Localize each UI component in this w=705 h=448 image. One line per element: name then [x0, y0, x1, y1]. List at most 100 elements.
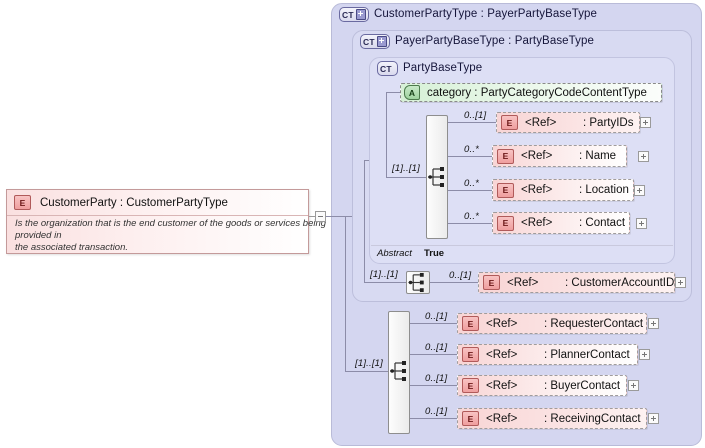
abstract-label: Abstract	[377, 248, 412, 259]
panel-title-party-base-type: PartyBaseType	[403, 62, 483, 74]
root-collapse-button[interactable]	[315, 211, 326, 222]
sequence-compositor-customer-party[interactable]	[388, 311, 410, 434]
seq2-cardinality: [1]..[1]	[370, 269, 399, 280]
element-row-receiving-contact[interactable]: E <Ref> : ReceivingContact	[457, 408, 647, 429]
expander-buyer-contact[interactable]	[628, 380, 639, 391]
seq2-connector-vertical	[364, 160, 365, 282]
cardinality-customer-account-id: 0..[1]	[449, 270, 472, 281]
element-row-partyids[interactable]: E <Ref> : PartyIDs	[496, 112, 640, 133]
sequence-icon	[428, 167, 444, 187]
row-connector-requester-contact	[410, 323, 457, 324]
attr-connector-vertical	[386, 92, 387, 177]
expander-planner-contact[interactable]	[639, 349, 650, 360]
element-row-location[interactable]: E <Ref> : Location	[492, 179, 634, 201]
panel-title-payer-party-base-type: PayerPartyBaseType : PartyBaseType	[395, 35, 594, 47]
expander-name[interactable]	[638, 151, 649, 162]
element-badge-icon: E	[497, 215, 514, 231]
element-ref-label: <Ref>	[507, 276, 539, 289]
seq2-stem-in	[364, 282, 406, 283]
element-badge-icon: E	[462, 378, 479, 393]
element-badge-icon: E	[462, 316, 479, 331]
panel-title-customer-party-type: CustomerPartyType : PayerPartyBaseType	[374, 8, 598, 20]
element-row-planner-contact[interactable]: E <Ref> : PlannerContact	[457, 344, 638, 365]
attr-connector-horizontal	[386, 92, 400, 93]
element-name-label: : CustomerAccountID	[565, 276, 675, 289]
element-badge-icon: E	[501, 115, 518, 130]
attribute-category[interactable]: A category : PartyCategoryCodeContentTyp…	[400, 83, 662, 102]
root-element-title: CustomerParty : CustomerPartyType	[40, 196, 228, 209]
element-name-label: : Location	[579, 184, 629, 196]
element-badge-icon: E	[497, 182, 514, 198]
abstract-separator	[371, 245, 673, 246]
expander-location[interactable]	[634, 185, 645, 196]
expander-receiving-contact[interactable]	[648, 413, 659, 424]
element-ref-label: <Ref>	[521, 150, 553, 162]
row-connector-location	[448, 190, 492, 191]
cardinality-buyer-contact: 0..[1]	[425, 373, 448, 384]
element-row-customer-account-id[interactable]: E <Ref> : CustomerAccountID	[478, 272, 675, 293]
root-connector-left	[309, 216, 315, 217]
row-connector-customer-account-id	[430, 282, 478, 283]
element-row-contact[interactable]: E <Ref> : Contact	[492, 212, 630, 234]
ct-plus-badge-customer-party-type[interactable]: CT	[339, 7, 369, 22]
element-ref-label: <Ref>	[525, 116, 557, 129]
element-row-requester-contact[interactable]: E <Ref> : RequesterContact	[457, 313, 647, 334]
element-ref-label: <Ref>	[521, 217, 553, 229]
element-badge-icon: E	[462, 347, 479, 362]
root-element-header: E CustomerParty : CustomerPartyType	[7, 190, 308, 216]
expander-contact[interactable]	[636, 218, 647, 229]
root-element-documentation: Is the organization that is the end cust…	[15, 218, 327, 254]
element-ref-label: <Ref>	[486, 379, 518, 392]
plus-icon[interactable]	[355, 9, 366, 20]
element-row-buyer-contact[interactable]: E <Ref> : BuyerContact	[457, 375, 627, 396]
sequence-icon	[408, 272, 424, 293]
element-badge-icon: E	[497, 148, 514, 164]
element-name-label: : ReceivingContact	[544, 412, 641, 425]
root-connector-right	[326, 216, 345, 217]
cardinality-planner-contact: 0..[1]	[425, 342, 448, 353]
element-ref-label: <Ref>	[486, 317, 518, 330]
seq3-cardinality: [1]..[1]	[355, 358, 384, 369]
cardinality-requester-contact: 0..[1]	[425, 311, 448, 322]
element-name-label: : PlannerContact	[544, 348, 630, 361]
row-connector-receiving-contact	[410, 418, 457, 419]
cardinality-contact: 0..*	[464, 211, 480, 222]
element-ref-label: <Ref>	[486, 412, 518, 425]
seq1-stem-in	[386, 177, 426, 178]
row-connector-planner-contact	[410, 354, 457, 355]
row-connector-partyids	[448, 122, 496, 123]
doc-line-2: provided in	[15, 230, 62, 241]
plus-icon[interactable]	[376, 36, 387, 47]
root-element-customer-party[interactable]: E CustomerParty : CustomerPartyType Is t…	[6, 189, 327, 254]
element-row-name[interactable]: E <Ref> : Name	[492, 145, 627, 167]
expander-customer-account-id[interactable]	[675, 277, 686, 288]
element-ref-label: <Ref>	[486, 348, 518, 361]
cardinality-location: 0..*	[464, 178, 480, 189]
cardinality-receiving-contact: 0..[1]	[425, 406, 448, 417]
seq1-cardinality: [1]..[1]	[392, 163, 421, 174]
seq2-connector-left	[364, 160, 369, 161]
element-name-label: : Name	[579, 150, 617, 162]
element-name-label: : PartyIDs	[583, 116, 634, 129]
doc-line-1: Is the organization that is the end cust…	[15, 218, 327, 229]
ct-badge-text: CT	[363, 36, 375, 47]
attribute-label: category : PartyCategoryCodeContentType	[427, 86, 647, 99]
abstract-value: True	[424, 248, 445, 259]
row-connector-buyer-contact	[410, 385, 457, 386]
sequence-icon	[390, 361, 406, 381]
element-name-label: : Contact	[579, 217, 626, 229]
element-name-label: : RequesterContact	[544, 317, 644, 330]
ct-badge-text: CT	[380, 63, 392, 74]
ct-badge-party-base-type[interactable]: CT	[377, 61, 398, 76]
element-badge-icon: E	[14, 195, 31, 210]
expander-requester-contact[interactable]	[648, 318, 659, 329]
seq3-connector-left	[345, 216, 352, 217]
cardinality-name: 0..*	[464, 144, 480, 155]
seq3-connector-vertical	[345, 216, 346, 371]
ct-plus-badge-payer-party-base-type[interactable]: CT	[360, 34, 390, 49]
element-ref-label: <Ref>	[521, 184, 553, 196]
expander-partyids[interactable]	[640, 117, 651, 128]
row-connector-name	[448, 156, 492, 157]
attribute-badge-icon: A	[404, 85, 420, 100]
